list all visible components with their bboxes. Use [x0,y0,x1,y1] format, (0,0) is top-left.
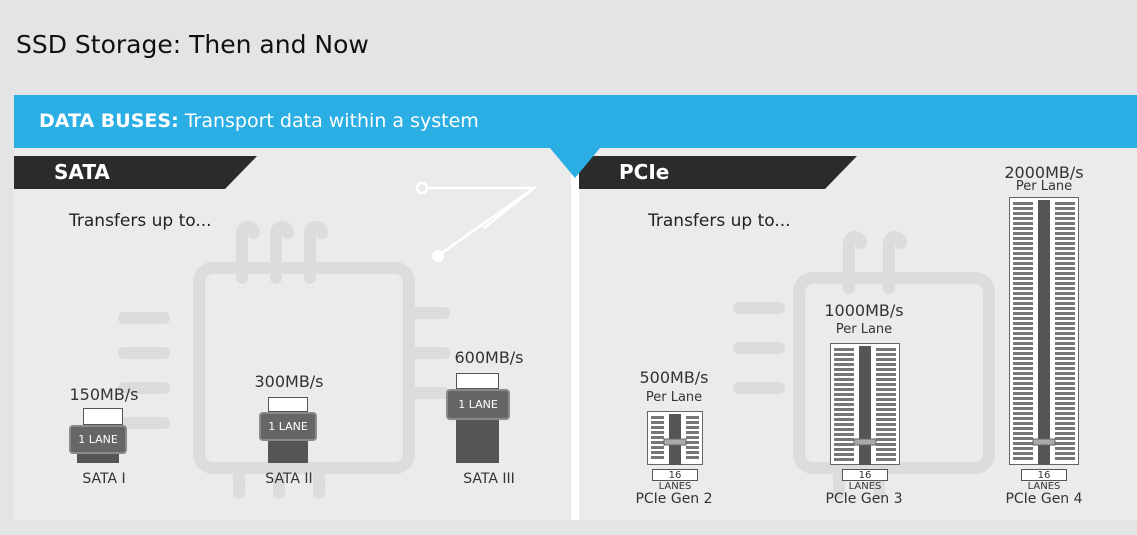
chip-background-art-pcie [733,231,995,499]
circuit-node-icon [432,250,444,262]
sata-ii-speed: 300MB/s [254,372,324,391]
pcie-panel: PCIe Transfers up to... 500MB/s Per Lane… [579,148,1137,520]
pcie-gen3-per-lane: Per Lane [835,322,893,337]
pcie-tag-label: PCIe [619,160,670,184]
data-buses-banner: DATA BUSES: Transport data within a syst… [14,95,1137,148]
pcie-gen4-speed: 2000MB/s [1004,163,1084,182]
pcie-gen4-slot-icon [1009,197,1079,465]
sata-iii-name: SATA III [463,471,515,487]
sata-i-connector-icon: 1 LANE [69,408,127,463]
sata-iii-lane-badge: 1 LANE [446,389,510,420]
pcie-gen3-lanes-label: 16 LANES [842,469,888,492]
pcie-gen2-slot-icon [647,411,703,465]
pcie-gen4-name: PCIe Gen 4 [1005,491,1083,507]
pcie-gen2-lanes-label: 16 LANES [652,469,698,492]
chip-background-art [118,181,538,499]
sata-ii-lane-badge: 1 LANE [259,412,317,441]
page-title: SSD Storage: Then and Now [16,30,369,59]
pcie-gen3-name: PCIe Gen 3 [825,491,903,507]
banner-text: DATA BUSES: Transport data within a syst… [39,110,479,132]
pcie-transfers-label: Transfers up to... [648,211,791,231]
sata-i-name: SATA I [82,471,126,487]
sata-tag-label: SATA [54,160,110,184]
pcie-gen2-name: PCIe Gen 2 [635,491,713,507]
pcie-gen3-speed: 1000MB/s [824,301,904,320]
sata-transfers-label: Transfers up to... [69,211,212,231]
banner-description: Transport data within a system [184,110,479,132]
sata-tag: SATA [14,156,257,189]
sata-i-lane-badge: 1 LANE [69,425,127,454]
panel-divider [571,148,579,520]
sata-panel: SATA Transfers up to... 150MB/s 1 LANE S… [14,148,571,520]
pcie-gen4-lanes-label: 16 LANES [1021,469,1067,492]
sata-ii-connector-icon: 1 LANE [259,397,317,463]
pcie-gen2-per-lane: Per Lane [645,390,703,405]
pcie-gen3-slot-icon [830,343,900,465]
sata-ii-name: SATA II [265,471,313,487]
banner-bold-label: DATA BUSES: [39,110,179,132]
pcie-tag: PCIe [579,156,857,189]
pcie-gen4-per-lane: Per Lane [1015,179,1073,194]
sata-iii-connector-icon: 1 LANE [446,373,510,463]
sata-i-speed: 150MB/s [69,385,139,404]
pcie-gen2-speed: 500MB/s [639,368,709,387]
sata-iii-speed: 600MB/s [454,348,524,367]
